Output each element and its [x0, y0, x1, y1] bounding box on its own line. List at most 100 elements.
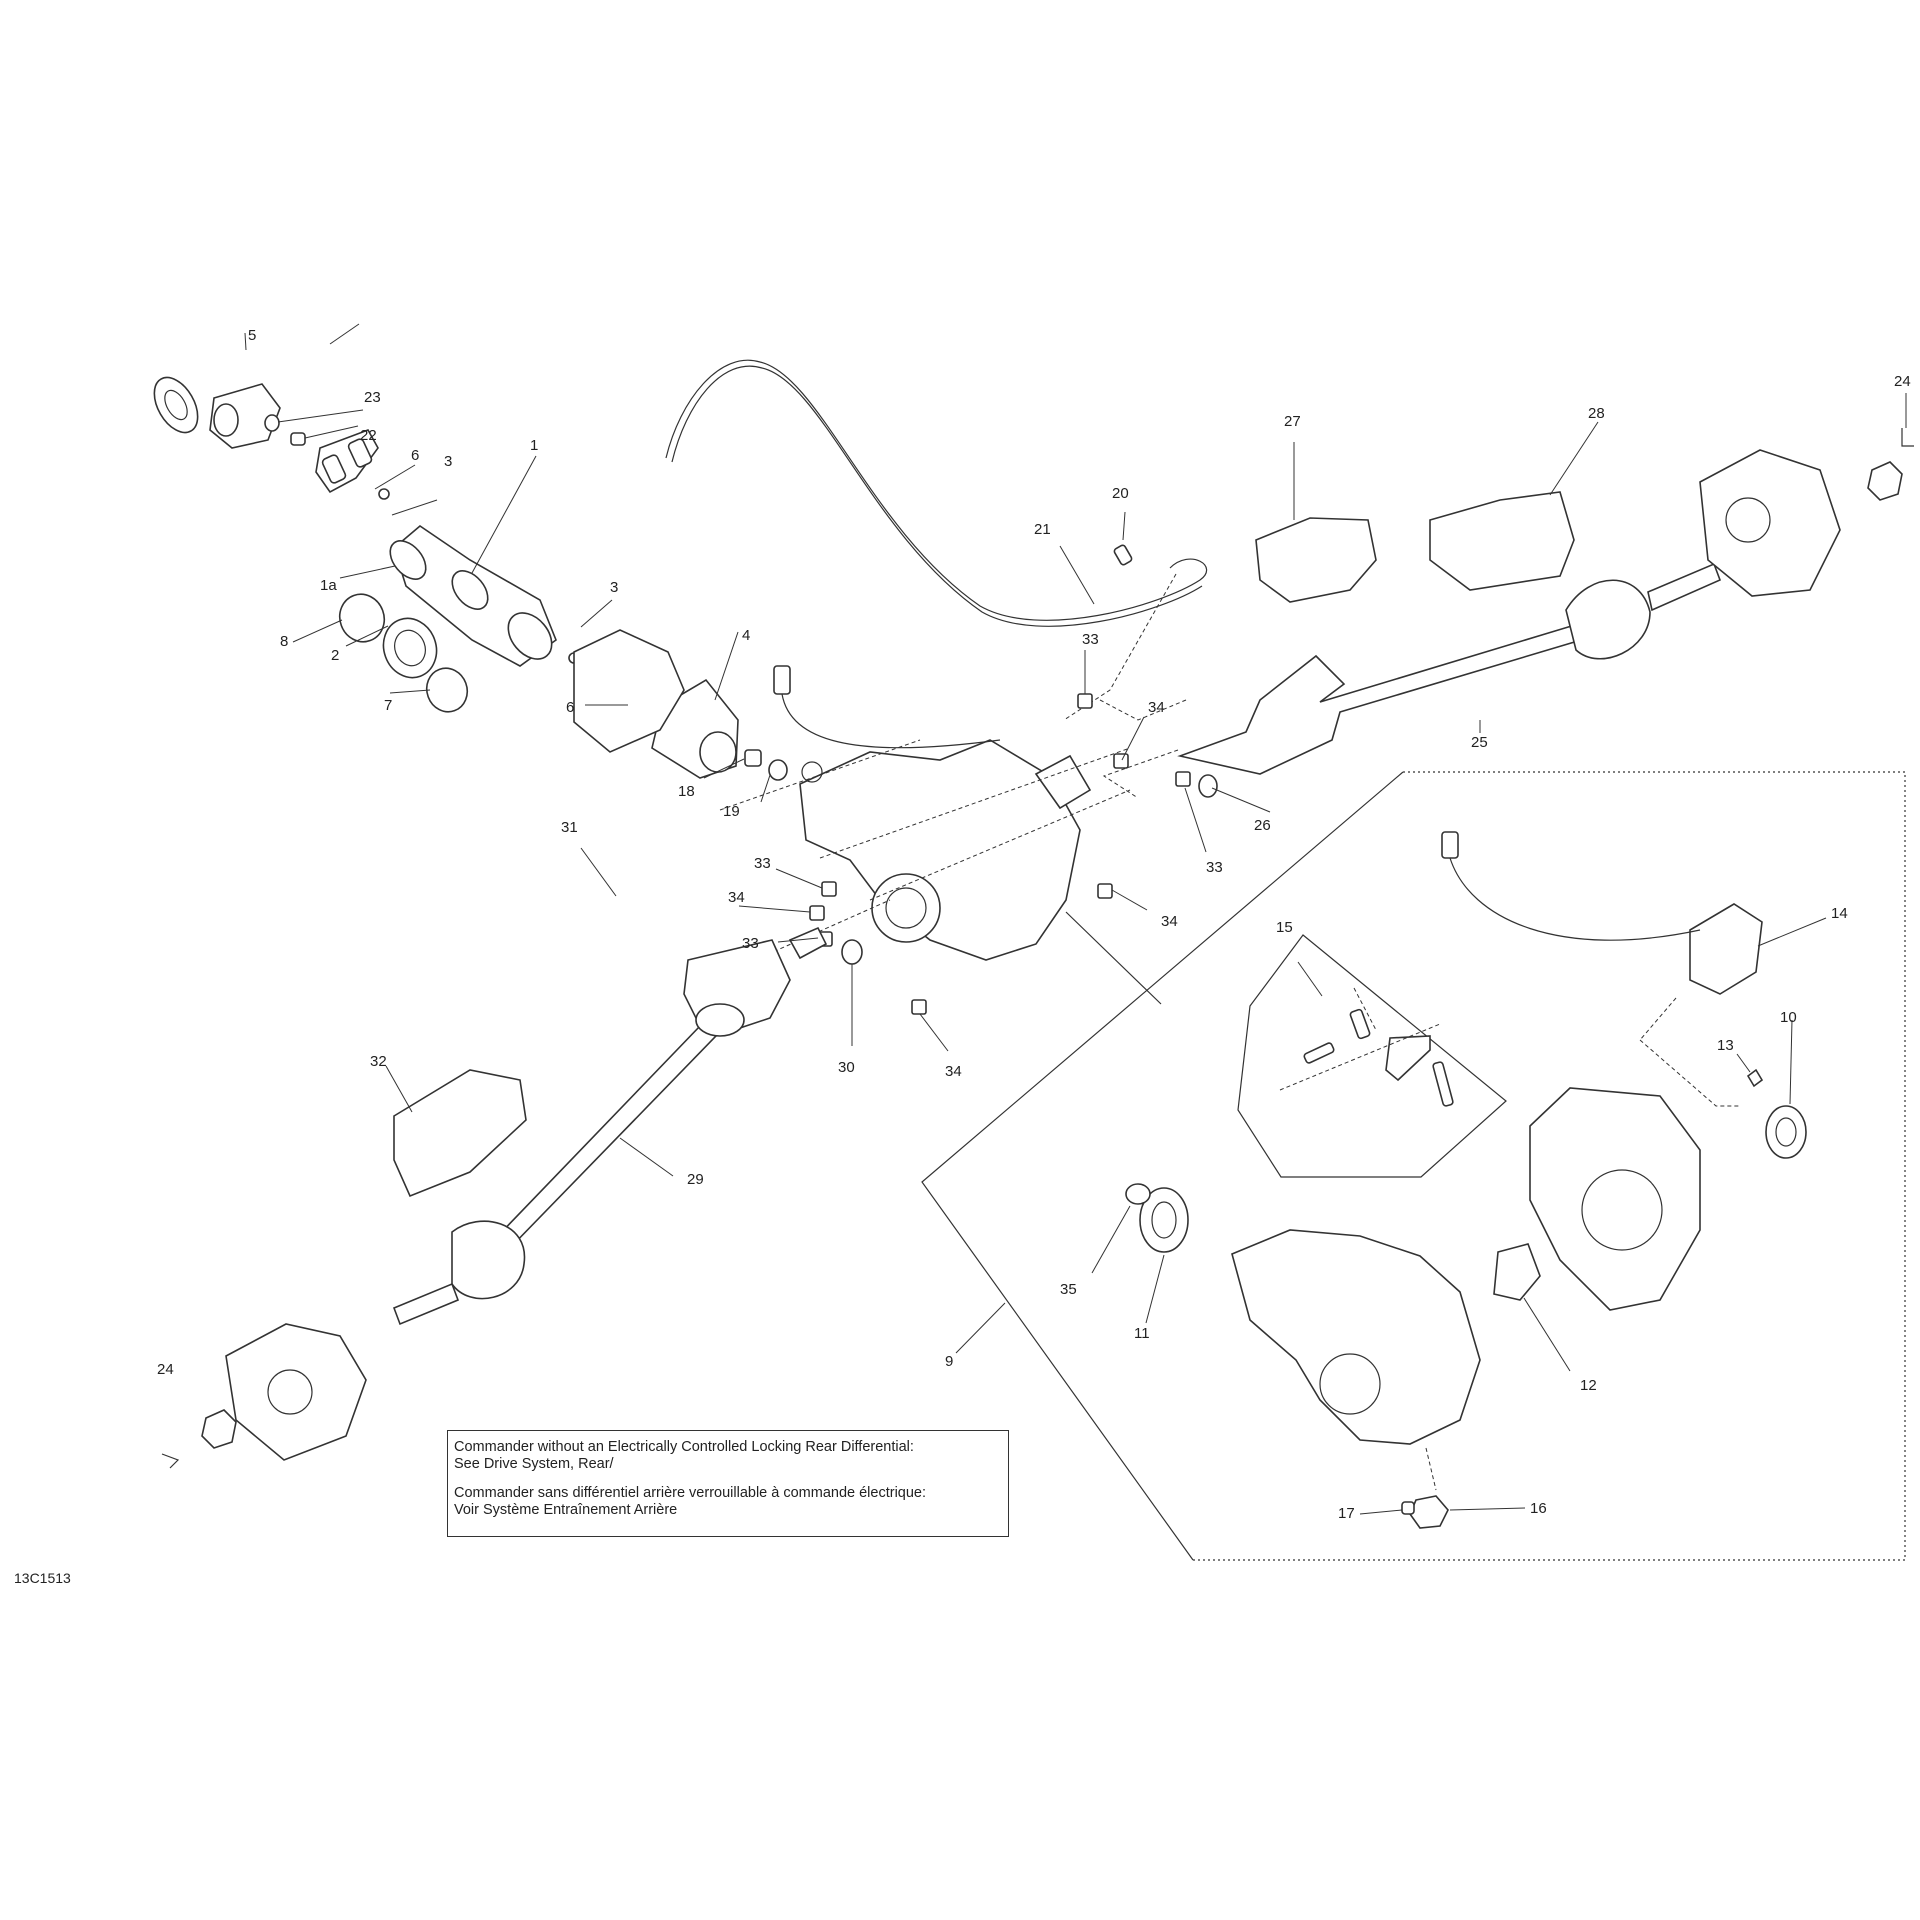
circlip-26: [1198, 774, 1218, 798]
bushing-35: [1125, 1183, 1151, 1205]
callout-25: 25: [1471, 734, 1488, 751]
callout-10: 10: [1780, 1009, 1797, 1026]
callout-20: 20: [1112, 485, 1129, 502]
wheel-hub-left: [225, 1323, 367, 1461]
callout-23: 23: [364, 389, 381, 406]
left-drive-shaft-29: [492, 939, 791, 1252]
sub-assembly-frame-dotted: [1193, 771, 1906, 1561]
callout-7: 7: [384, 697, 392, 714]
hub-nut-left: [201, 1409, 237, 1449]
pin-13: [1746, 1068, 1764, 1088]
outer-cv-joint-left: [451, 1220, 526, 1300]
note-english-line1: Commander without an Electrically Contro…: [454, 1439, 914, 1455]
callout-27: 27: [1284, 413, 1301, 430]
callout-30: 30: [838, 1059, 855, 1076]
note-french: Commander sans différentiel arrière verr…: [454, 1485, 1002, 1519]
callout-26: 26: [1254, 817, 1271, 834]
callout-6-upper: 6: [411, 447, 419, 464]
callout-34-left: 34: [728, 889, 745, 906]
callout-17: 17: [1338, 1505, 1355, 1522]
callout-11: 11: [1134, 1325, 1150, 1342]
hub-nut-right: [1867, 461, 1903, 501]
callout-14: 14: [1831, 905, 1848, 922]
callout-19: 19: [723, 803, 740, 820]
callout-3-upper: 3: [444, 453, 452, 470]
seal-11: [1139, 1187, 1189, 1253]
callout-34-bottom: 34: [945, 1063, 962, 1080]
callout-12: 12: [1580, 1377, 1597, 1394]
callout-33-right: 33: [1206, 859, 1223, 876]
plug-17: [1401, 1501, 1415, 1515]
circlip-30: [841, 939, 863, 965]
callout-21: 21: [1034, 521, 1051, 538]
callout-4: 4: [742, 627, 750, 644]
callout-31: 31: [561, 819, 578, 836]
callout-2: 2: [331, 647, 339, 664]
nut-16: [1409, 1495, 1449, 1529]
callout-1a: 1a: [320, 577, 337, 594]
boot-28: [1429, 491, 1575, 591]
callout-34-top: 34: [1148, 699, 1165, 716]
leader-lines: [244, 323, 1907, 1515]
note-box: Commander without an Electrically Contro…: [447, 1430, 1009, 1537]
boot-2: [382, 617, 438, 679]
washer-23: [264, 414, 280, 432]
stub-shaft-left: [392, 1282, 460, 1326]
callout-6-lower: 6: [566, 699, 574, 716]
outer-cv-joint: [1565, 579, 1651, 660]
callout-29: 29: [687, 1171, 704, 1188]
callout-3-lower: 3: [610, 579, 618, 596]
callout-34-right: 34: [1161, 913, 1178, 930]
differential-sub-assembly: [1125, 831, 1807, 1529]
boot-31: [573, 629, 685, 753]
cotter-pin-left: [161, 1453, 180, 1469]
callout-13: 13: [1717, 1037, 1734, 1054]
callout-28: 28: [1588, 405, 1605, 422]
actuator-connector: [1441, 831, 1459, 859]
differential-output-bearing: [871, 873, 941, 943]
note-english-line2: See Drive System, Rear/: [454, 1456, 614, 1472]
boot-27: [1255, 517, 1377, 603]
callout-24-left: 24: [157, 1361, 174, 1378]
seal-10: [1765, 1105, 1807, 1159]
callout-35: 35: [1060, 1281, 1077, 1298]
dust-seal-inner: [164, 389, 188, 421]
callout-33-left-lower: 33: [742, 935, 759, 952]
differential-housing: [799, 739, 1081, 961]
stub-shaft: [1647, 562, 1722, 612]
bushing-22: [290, 432, 306, 446]
shift-fork-15: [1385, 1035, 1431, 1082]
callout-5: 5: [248, 327, 256, 344]
breather-hose-21: [665, 359, 1208, 621]
figure-id: 13C1513: [14, 1570, 71, 1586]
callout-33-top: 33: [1082, 631, 1099, 648]
callouts: 1 23 1a 2 3 3 4 5 6 6 7 8 9 10 11 12 13 …: [157, 327, 1911, 1522]
callout-8: 8: [280, 633, 288, 650]
note-french-line1: Commander sans différentiel arrière verr…: [454, 1485, 927, 1501]
callout-33-left-upper: 33: [754, 855, 771, 872]
ring-8: [338, 593, 386, 643]
actuator-14-mounted: [1034, 754, 1092, 810]
boot-32: [393, 1069, 527, 1198]
bolt-18: [744, 749, 762, 767]
clutch-12: [1493, 1243, 1541, 1301]
callout-15: 15: [1276, 919, 1293, 936]
cotter-pin-right: [1901, 428, 1914, 447]
callout-16: 16: [1530, 1500, 1547, 1517]
callout-22: 22: [360, 427, 377, 444]
clip-20: [1113, 544, 1133, 566]
cover-housing: [1529, 1087, 1701, 1311]
callout-18: 18: [678, 783, 695, 800]
right-drive-shaft-25: [1177, 617, 1610, 775]
sub-assembly-frame: [921, 771, 1404, 1561]
clamp-7: [425, 667, 469, 713]
callout-32: 32: [370, 1053, 387, 1070]
propshaft-group: [153, 376, 788, 781]
note-english: Commander without an Electrically Contro…: [454, 1439, 1002, 1473]
washer-19: [768, 759, 788, 781]
actuator-14: [1689, 903, 1763, 995]
inner-joint: [788, 926, 828, 960]
callout-9: 9: [945, 1353, 953, 1370]
assembly-path: [1063, 573, 1177, 721]
